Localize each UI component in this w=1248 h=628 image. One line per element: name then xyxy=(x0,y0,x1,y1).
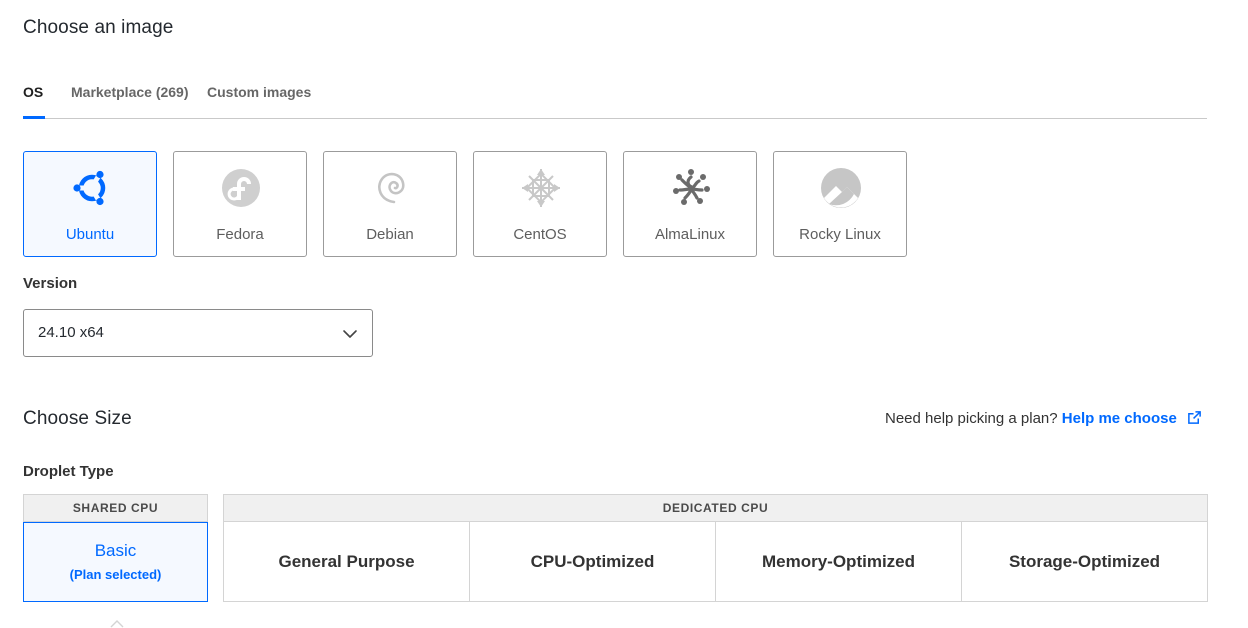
tab-os[interactable]: OS xyxy=(23,84,44,100)
version-label: Version xyxy=(23,275,78,292)
rocky-linux-icon xyxy=(821,168,861,208)
os-option-debian[interactable]: Debian xyxy=(323,151,457,257)
dedicated-cpu-group: DEDICATED CPU General Purpose CPU-Optimi… xyxy=(223,494,1208,602)
os-option-fedora[interactable]: Fedora xyxy=(173,151,307,257)
os-label-almalinux: AlmaLinux xyxy=(654,226,726,243)
version-select[interactable]: 24.10 x64 xyxy=(23,309,373,357)
plan-basic-label: Basic xyxy=(94,541,137,560)
plan-basic[interactable]: Basic (Plan selected) xyxy=(23,522,208,602)
os-label-centos: CentOS xyxy=(513,226,567,243)
selection-caret-icon xyxy=(110,620,124,628)
fedora-icon xyxy=(222,169,260,207)
plan-cpu-optimized[interactable]: CPU-Optimized xyxy=(470,522,716,601)
choose-image-title: Choose an image xyxy=(23,17,174,38)
almalinux-icon xyxy=(673,169,710,205)
plan-memory-optimized[interactable]: Memory-Optimized xyxy=(716,522,962,601)
shared-cpu-header: SHARED CPU xyxy=(23,494,208,522)
plan-general-purpose[interactable]: General Purpose xyxy=(224,522,470,601)
os-label-fedora: Fedora xyxy=(216,226,264,243)
help-me-choose-link[interactable]: Help me choose xyxy=(1061,410,1177,427)
chevron-down-icon xyxy=(343,330,357,338)
tab-custom-images[interactable]: Custom images xyxy=(207,84,312,100)
image-tabs: OS Marketplace (269) Custom images xyxy=(23,84,1207,119)
droplet-type-label: Droplet Type xyxy=(23,463,114,480)
os-option-rocky-linux[interactable]: Rocky Linux xyxy=(773,151,907,257)
os-option-ubuntu[interactable]: Ubuntu xyxy=(23,151,157,257)
os-label-rocky-linux: Rocky Linux xyxy=(799,226,881,243)
os-option-centos[interactable]: CentOS xyxy=(473,151,607,257)
active-tab-indicator xyxy=(23,116,45,119)
os-option-almalinux[interactable]: AlmaLinux xyxy=(623,151,757,257)
shared-cpu-group: SHARED CPU Basic (Plan selected) xyxy=(23,494,208,602)
version-select-value: 24.10 x64 xyxy=(38,324,104,341)
debian-icon xyxy=(378,172,405,204)
choose-size-title: Choose Size xyxy=(23,408,132,429)
dedicated-cpu-options: General Purpose CPU-Optimized Memory-Opt… xyxy=(223,522,1208,602)
plan-help: Need help picking a plan? Help me choose xyxy=(885,410,1202,427)
centos-icon xyxy=(522,169,560,207)
os-label-ubuntu: Ubuntu xyxy=(65,226,115,243)
ubuntu-icon xyxy=(73,170,106,206)
plan-selected-status: (Plan selected) xyxy=(69,567,162,582)
external-link-icon[interactable] xyxy=(1187,410,1202,425)
dedicated-cpu-header: DEDICATED CPU xyxy=(223,494,1208,522)
plan-help-text: Need help picking a plan? xyxy=(884,410,1058,427)
tab-marketplace[interactable]: Marketplace (269) xyxy=(71,84,189,100)
os-label-debian: Debian xyxy=(366,226,414,243)
plan-storage-optimized[interactable]: Storage-Optimized xyxy=(1008,551,1161,571)
